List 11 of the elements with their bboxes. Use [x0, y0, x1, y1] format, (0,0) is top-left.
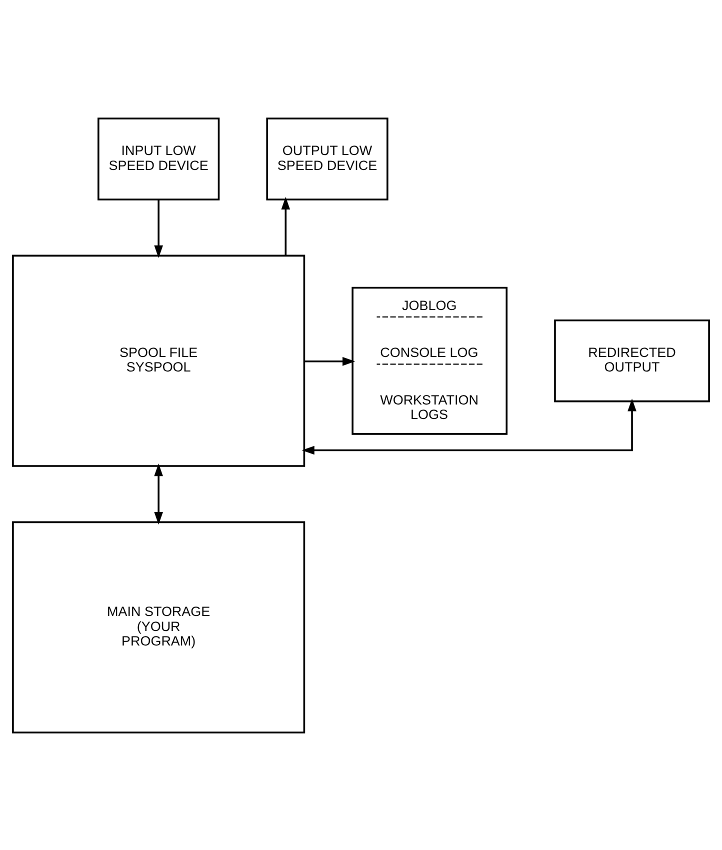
arrow: [302, 398, 636, 454]
arrow: [281, 196, 290, 255]
arrow: [154, 199, 163, 258]
node-box: REDIRECTED OUTPUT: [554, 318, 710, 402]
node-box: OUTPUT LOW SPEED DEVICE: [266, 117, 388, 200]
node-box: INPUT LOW SPEED DEVICE: [98, 117, 220, 200]
node-box: MAIN STORAGE (YOUR PROGRAM): [12, 520, 306, 733]
arrow: [154, 462, 163, 524]
node-box: SPOOL FILE SYSPOOL: [12, 254, 306, 466]
node-box: JOBLOG CONSOLE LOG WORKSTATION LOGS: [352, 286, 508, 434]
arrow: [304, 356, 356, 366]
